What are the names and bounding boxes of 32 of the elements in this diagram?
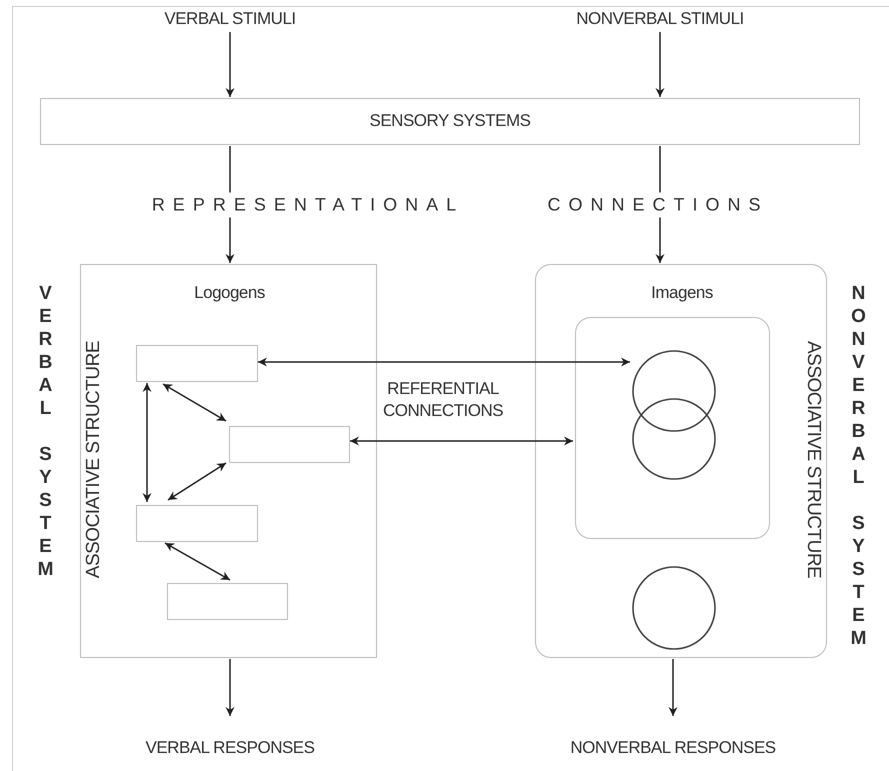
double-arrow: [350, 436, 573, 446]
text-label: VERBAL STIMULI: [130, 6, 330, 32]
double-arrow: [162, 383, 226, 422]
process-box: SENSORY SYSTEMS: [40, 98, 860, 145]
system-box: [535, 264, 827, 658]
arrow: [226, 32, 234, 97]
double-arrow: [164, 542, 230, 581]
system-box: [80, 264, 377, 658]
vertical-label: VERBAL SYSTEM: [36, 283, 55, 582]
text-label: REFERENTIAL CONNECTIONS: [382, 378, 504, 422]
empty-box: [575, 317, 770, 539]
box-heading: Logogens: [194, 283, 265, 303]
empty-box: [136, 505, 258, 542]
arrow: [656, 32, 664, 97]
arrow: [226, 659, 234, 716]
text-label: VERBAL RESPONSES: [130, 735, 330, 761]
empty-box: [136, 345, 258, 382]
circle: [632, 398, 716, 480]
text-label: NONVERBAL RESPONSES: [560, 735, 786, 761]
box-heading: Imagens: [651, 283, 713, 303]
double-arrow: [168, 462, 226, 501]
circle: [632, 566, 716, 650]
vertical-label: NONVERBAL SYSTEM: [849, 283, 868, 651]
double-arrow: [142, 383, 152, 502]
empty-box: [229, 426, 350, 463]
vertical-label: ASSOCIATIVE STRUCTURE: [802, 341, 824, 578]
empty-box: [167, 583, 288, 620]
vertical-label: ASSOCIATIVE STRUCTURE: [83, 341, 105, 578]
text-label: NONVERBAL STIMULI: [560, 6, 760, 32]
double-arrow: [258, 358, 630, 366]
arrow: [668, 659, 678, 716]
circle: [632, 350, 716, 432]
